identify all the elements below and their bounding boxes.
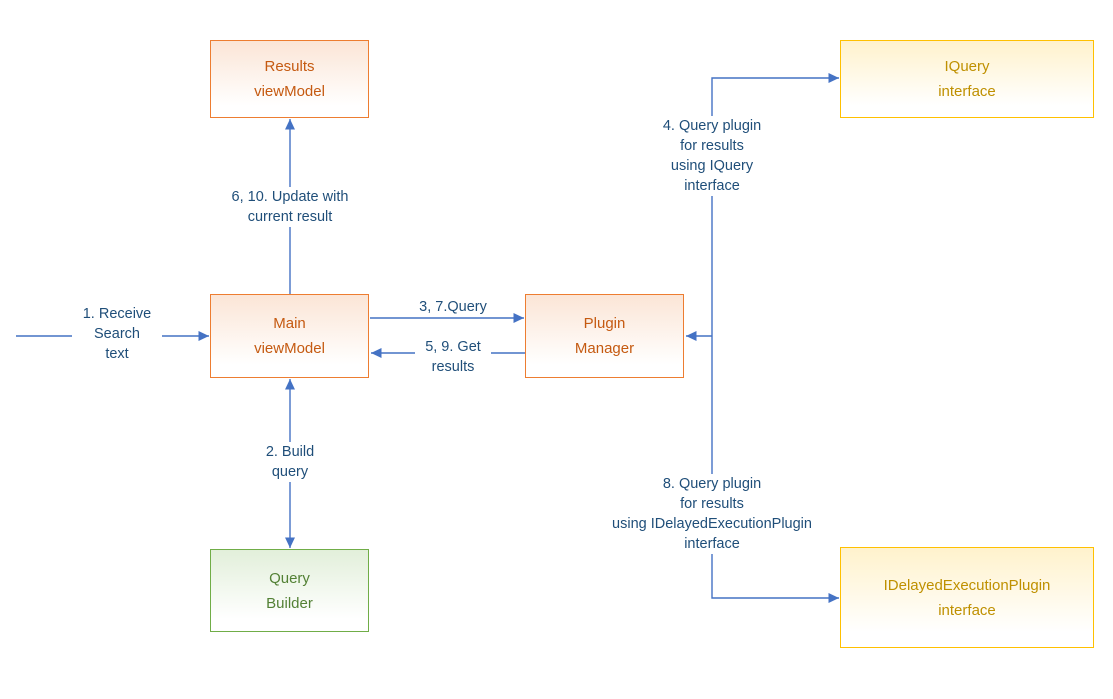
node-query-builder-label: Query Builder: [266, 569, 313, 612]
arrow-query-plugin-idelayed: [711, 336, 839, 604]
edge-label-update-with-result: 6, 10. Update with current result: [213, 187, 367, 227]
node-results-viewmodel-label: Results viewModel: [254, 58, 325, 100]
edge-label-get-results: 5, 9. Get results: [415, 337, 491, 377]
edge-label-query-plugin-idelayed: 8. Query plugin for results using IDelay…: [590, 474, 834, 554]
node-idelayedexecutionplugin-interface: IDelayedExecutionPlugin interface: [840, 547, 1094, 648]
edge-label-query-plugin-iquery: 4. Query plugin for results using IQuery…: [642, 116, 782, 196]
node-main-viewmodel-label: Main viewModel: [254, 315, 325, 357]
arrow-query-plugin-iquery: [711, 72, 839, 336]
node-main-viewmodel: Main viewModel: [210, 294, 369, 378]
node-query-builder: Query Builder: [210, 549, 369, 632]
node-plugin-manager-label: Plugin Manager: [574, 315, 635, 357]
node-plugin-manager: Plugin Manager: [525, 294, 684, 378]
node-iquery-interface: IQuery interface: [840, 40, 1094, 118]
node-iquery-interface-label: IQuery interface: [938, 58, 996, 100]
edge-label-query: 3, 7.Query: [419, 299, 487, 315]
node-results-viewmodel: Results viewModel: [210, 40, 369, 118]
edge-label-build-query: 2. Build query: [252, 442, 328, 482]
edge-label-receive-search: 1. Receive Search text: [72, 304, 162, 364]
node-idelayedexecutionplugin-interface-label: IDelayedExecutionPlugin interface: [883, 576, 1051, 619]
